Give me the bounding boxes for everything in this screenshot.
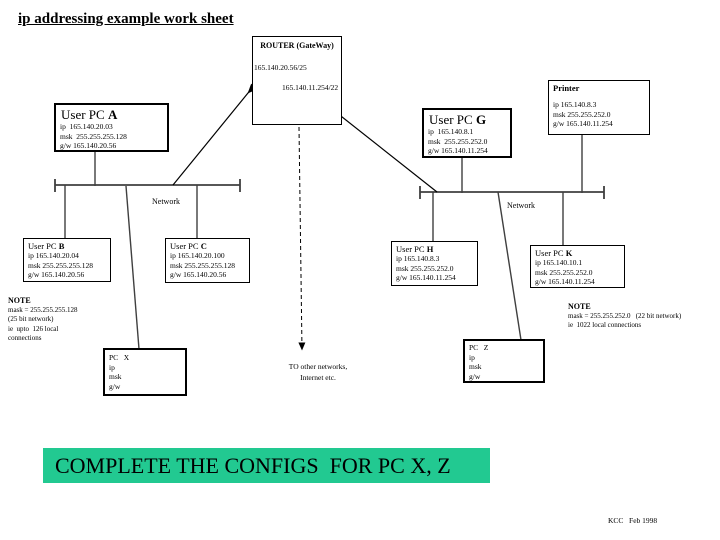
node-box-pc-z: PC Z ip msk g/w	[463, 339, 545, 383]
node-gw: g/w	[109, 381, 121, 391]
note-line: (25 bit network)	[8, 315, 54, 323]
node-box-pc-b: User PC B ip 165.140.20.04 msk 255.255.2…	[23, 238, 111, 282]
router-left-interface: 165.140.20.56/25	[254, 63, 307, 72]
node-msk: msk 255.255.252.0	[535, 267, 593, 277]
note-left: NOTE mask = 255.255.255.128 (25 bit netw…	[8, 296, 77, 344]
drop-pc-z	[497, 191, 522, 341]
router-right-interface: 165.140.11.254/22	[282, 83, 339, 92]
node-box-pc-h: User PC H ip 165.140.8.3 msk 255.255.252…	[391, 241, 478, 286]
node-msk: msk 255.255.255.128	[28, 260, 94, 270]
node-msk: msk 255.255.252.0	[396, 263, 454, 273]
node-msk: msk	[469, 362, 482, 371]
node-title: User PC A	[61, 107, 118, 122]
node-msk: msk	[109, 372, 122, 381]
note-line: ie 1022 local connections	[568, 321, 642, 329]
node-box-pc-x: PC X ip msk g/w	[103, 348, 187, 396]
task-banner-text: COMPLETE THE CONFIGS FOR PC X, Z	[55, 452, 451, 478]
node-title: PC X	[109, 353, 130, 362]
page-title: ip addressing example work sheet	[18, 11, 234, 27]
node-box-pc-a: User PC A ip 165.140.20.03 msk 255.255.2…	[54, 103, 169, 152]
node-title: User PC B	[28, 241, 65, 251]
node-ip: ip 165.140.8.1	[428, 127, 474, 136]
network-label-right: Network	[507, 201, 535, 210]
node-gw: g/w 165.140.20.56	[170, 270, 227, 279]
task-banner: COMPLETE THE CONFIGS FOR PC X, Z	[43, 448, 490, 483]
node-ip: ip 165.140.20.03	[60, 122, 113, 131]
note-line: mask = 255.255.252.0 (22 bit network)	[568, 311, 682, 320]
note-line: connections	[8, 334, 42, 342]
node-gw: g/w 165.140.20.56	[60, 141, 117, 150]
router-right-link	[331, 108, 438, 193]
node-msk: msk 255.255.255.128	[60, 131, 127, 141]
note-right: NOTE mask = 255.255.252.0 (22 bit networ…	[568, 302, 681, 331]
node-gw: g/w 165.140.11.254	[396, 273, 456, 282]
node-title: Printer	[553, 83, 580, 93]
node-title: PC Z	[469, 343, 489, 352]
node-ip: ip 165.140.10.1	[535, 258, 583, 267]
node-ip: ip 165.140.20.04	[28, 251, 79, 260]
node-box-pc-c: User PC C ip 165.140.20.100 msk 255.255.…	[165, 238, 250, 283]
note-title: NOTE	[8, 296, 31, 305]
node-box-pc-k: User PC K ip 165.140.10.1 msk 255.255.25…	[530, 245, 625, 288]
node-box-printer: Printer ip 165.140.8.3 msk 255.255.252.0…	[548, 80, 650, 135]
note-title: NOTE	[568, 302, 591, 311]
router-box: ROUTER (GateWay) 165.140.20.56/25 165.14…	[252, 36, 342, 125]
node-msk: msk 255.255.255.128	[170, 260, 236, 270]
node-ip: ip 165.140.8.3	[396, 254, 440, 263]
node-gw: g/w 165.140.11.254	[553, 119, 613, 128]
network-label-left: Network	[152, 197, 180, 206]
node-msk: msk 255.255.252.0	[553, 109, 611, 119]
node-gw: g/w 165.140.11.254	[535, 277, 595, 286]
to-other-networks-label: TO other networks, Internet etc.	[288, 362, 348, 382]
router-left-link	[172, 92, 249, 186]
node-gw: g/w 165.140.20.56	[28, 270, 85, 279]
node-title: User PC G	[429, 112, 487, 127]
internet-dashed-arrow	[298, 126, 306, 351]
footer-credit: KCC Feb 1998	[608, 516, 658, 525]
note-line: mask = 255.255.255.128	[8, 305, 78, 314]
node-ip: ip	[469, 352, 475, 362]
node-ip: ip 165.140.20.100	[170, 251, 225, 260]
router-title: ROUTER (GateWay)	[260, 41, 334, 50]
node-ip: ip	[109, 362, 115, 372]
node-gw: g/w	[469, 371, 481, 381]
note-line: ie upto 126 local	[8, 324, 59, 333]
node-title: User PC K	[535, 248, 573, 258]
node-msk: msk 255.255.252.0	[428, 136, 488, 146]
node-title: User PC C	[170, 241, 207, 251]
node-ip: ip 165.140.8.3	[553, 100, 597, 109]
node-box-pc-g: User PC G ip 165.140.8.1 msk 255.255.252…	[422, 108, 512, 158]
node-title: User PC H	[396, 244, 434, 254]
drop-pc-x	[125, 185, 140, 350]
node-gw: g/w 165.140.11.254	[428, 146, 488, 155]
